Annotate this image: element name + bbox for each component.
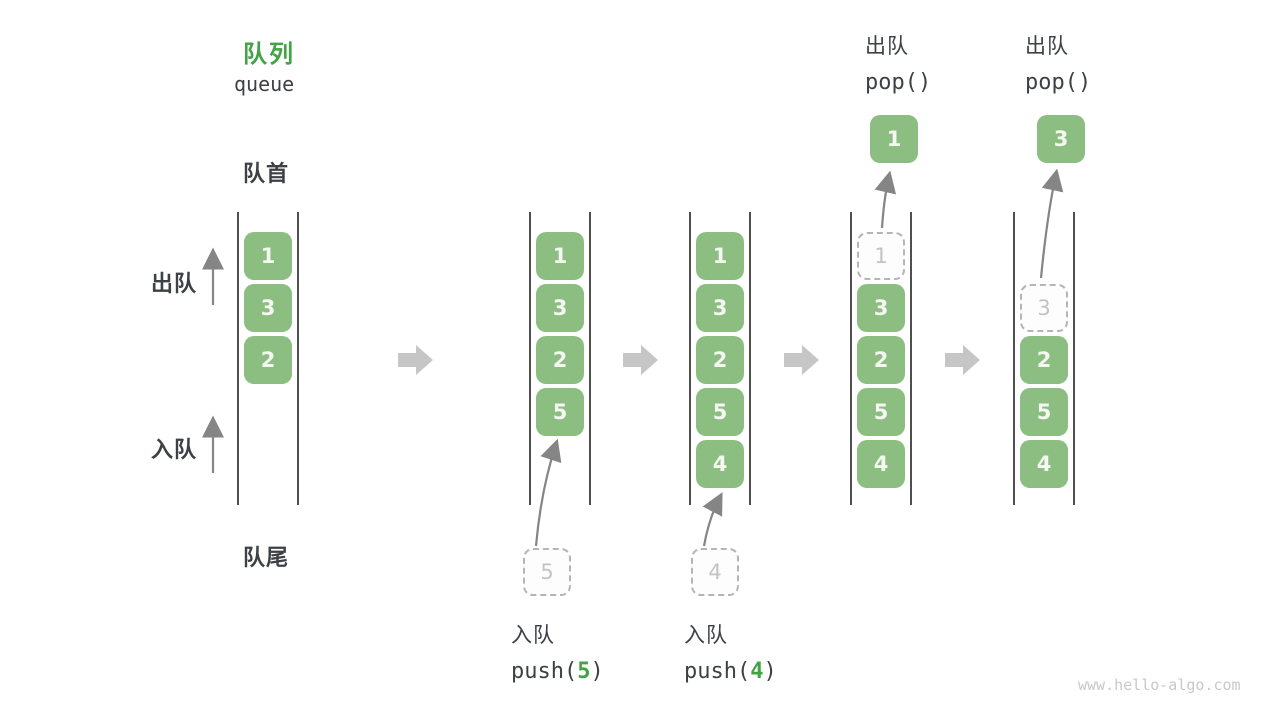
queue-after-pop-1-wall-left — [850, 212, 852, 505]
queue-after-push-4-caption-code: push(4) — [684, 659, 777, 684]
queue-after-pop-3-caption-code: pop() — [1025, 70, 1092, 95]
step-arrow-3 — [784, 345, 819, 375]
pop-3-arrow — [1039, 168, 1064, 279]
queue-initial-wall-left — [237, 212, 239, 505]
queue-after-push-4-element: 3 — [696, 284, 744, 332]
queue-after-push-5-element: 1 — [536, 232, 584, 280]
queue-after-pop-3-wall-right — [1073, 212, 1075, 505]
pop-1-arrow — [874, 170, 897, 229]
diagram-title-en: queue — [234, 72, 295, 96]
queue-after-pop-3-caption: 出队 pop() — [1025, 30, 1091, 95]
queue-after-push-4-caption-zh: 入队 — [684, 623, 728, 647]
queue-after-pop-1-element: 2 — [857, 336, 905, 384]
queue-after-push-5-wall-left — [529, 212, 531, 505]
queue-after-pop-3-element: 2 — [1020, 336, 1068, 384]
queue-after-pop-1-element-removed: 1 — [857, 232, 905, 280]
queue-after-pop-3-element: 4 — [1020, 440, 1068, 488]
queue-after-push-4-element: 2 — [696, 336, 744, 384]
queue-initial-wall-right — [297, 212, 299, 505]
step-arrow-4 — [945, 345, 980, 375]
queue-after-pop-1-element: 4 — [857, 440, 905, 488]
queue-rear-label: 队尾 — [243, 546, 290, 571]
step-arrow-2 — [623, 345, 658, 375]
step-arrow-1 — [398, 345, 433, 375]
queue-initial-element: 1 — [244, 232, 292, 280]
queue-after-push-5-element: 5 — [536, 388, 584, 436]
queue-after-pop-1-element: 5 — [857, 388, 905, 436]
queue-after-pop-3-element: 5 — [1020, 388, 1068, 436]
queue-after-push-5-caption-code: push(5) — [511, 659, 604, 684]
queue-front-label: 队首 — [243, 162, 290, 187]
queue-initial-element: 3 — [244, 284, 292, 332]
queue-after-push-4-element: 1 — [696, 232, 744, 280]
queue-after-push-4-element: 5 — [696, 388, 744, 436]
enqueue-side-label: 入队 — [151, 438, 198, 463]
queue-after-pop-3-element-removed: 3 — [1020, 284, 1068, 332]
queue-after-push-5-element: 3 — [536, 284, 584, 332]
queue-after-pop-3-popped-element: 3 — [1037, 115, 1085, 163]
queue-after-push-5-pending-element: 5 — [523, 548, 571, 596]
queue-initial-element: 2 — [244, 336, 292, 384]
dequeue-side-label: 出队 — [151, 272, 198, 297]
queue-after-pop-1-caption: 出队 pop() — [865, 30, 931, 95]
queue-after-pop-1-caption-code: pop() — [865, 70, 932, 95]
queue-after-push-5-caption-zh: 入队 — [511, 623, 555, 647]
push-4-arrow — [702, 492, 723, 547]
queue-after-push-4-wall-right — [749, 212, 751, 505]
queue-after-pop-3-wall-left — [1013, 212, 1015, 505]
queue-after-pop-1-caption-zh: 出队 — [865, 34, 909, 58]
queue-after-push-5-element: 2 — [536, 336, 584, 384]
queue-after-pop-1-element: 3 — [857, 284, 905, 332]
queue-after-pop-3-caption-zh: 出队 — [1025, 34, 1069, 58]
queue-after-push-4-element: 4 — [696, 440, 744, 488]
diagram-title-zh: 队列 — [243, 40, 295, 68]
queue-after-push-4-pending-element: 4 — [691, 548, 739, 596]
watermark: www.hello-algo.com — [1078, 676, 1241, 694]
queue-after-pop-1-wall-right — [910, 212, 912, 505]
queue-after-push-4-caption: 入队 push(4) — [684, 619, 777, 684]
queue-after-push-4-wall-left — [689, 212, 691, 505]
queue-after-pop-1-popped-element: 1 — [870, 115, 918, 163]
queue-after-push-5-wall-right — [589, 212, 591, 505]
queue-after-push-5-caption: 入队 push(5) — [511, 619, 604, 684]
push-5-arrow — [534, 438, 562, 547]
